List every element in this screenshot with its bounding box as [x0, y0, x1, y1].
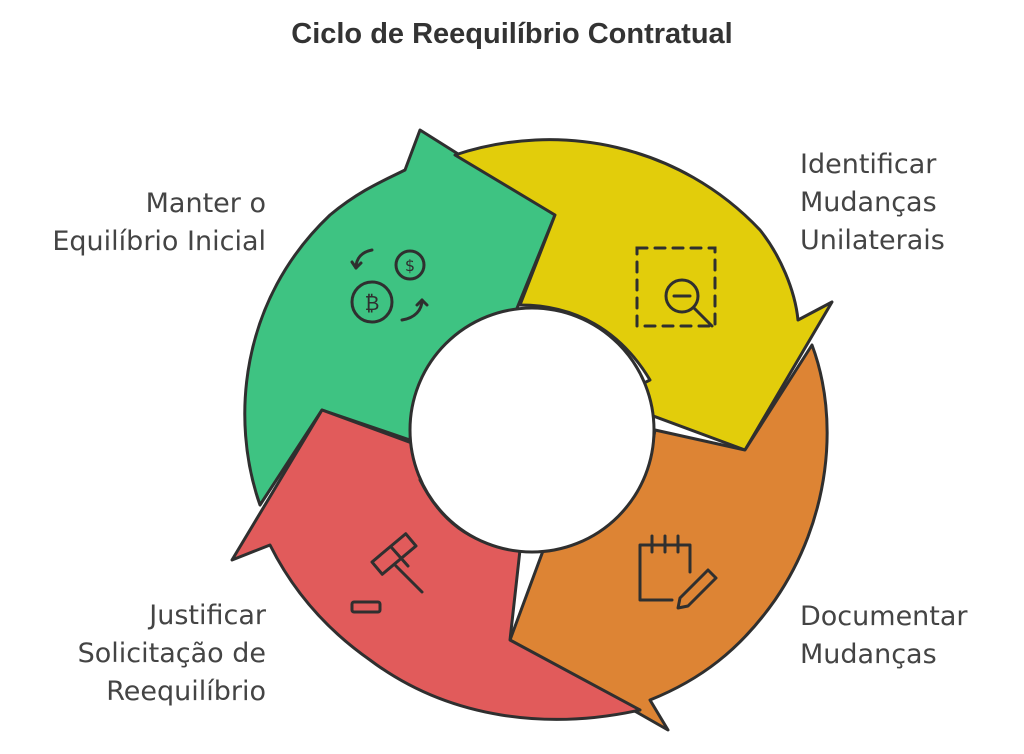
svg-text:₿: ₿ [365, 291, 380, 315]
magnifier-minus-icon [635, 246, 717, 328]
diagram-title: Ciclo de Reequilíbrio Contratual [291, 18, 733, 50]
label-justificar: Justificar Solicitação de Reequilíbrio [78, 597, 266, 711]
notepad-pen-icon [638, 534, 718, 610]
label-identificar-line-2: Mudanças [800, 187, 937, 218]
label-documentar-line-2: Mudanças [800, 639, 937, 670]
label-identificar: Identificar Mudanças Unilaterais [800, 146, 945, 260]
label-manter-line-1: Manter o [145, 188, 266, 219]
svg-text:$: $ [405, 256, 415, 275]
label-manter-line-2: Equilíbrio Inicial [52, 226, 266, 257]
label-identificar-line-3: Unilaterais [800, 225, 945, 256]
label-identificar-line-1: Identificar [800, 149, 937, 180]
label-documentar-line-1: Documentar [800, 601, 968, 632]
center-hole [408, 306, 656, 554]
label-justificar-line-2: Solicitação de [77, 638, 266, 669]
label-justificar-line-3: Reequilíbrio [106, 676, 266, 707]
currency-exchange-icon: $ ₿ [350, 248, 429, 324]
label-justificar-line-1: Justificar [149, 600, 266, 631]
gavel-icon [350, 532, 424, 614]
label-manter: Manter o Equilíbrio Inicial [52, 185, 266, 261]
label-documentar: Documentar Mudanças [800, 598, 968, 674]
